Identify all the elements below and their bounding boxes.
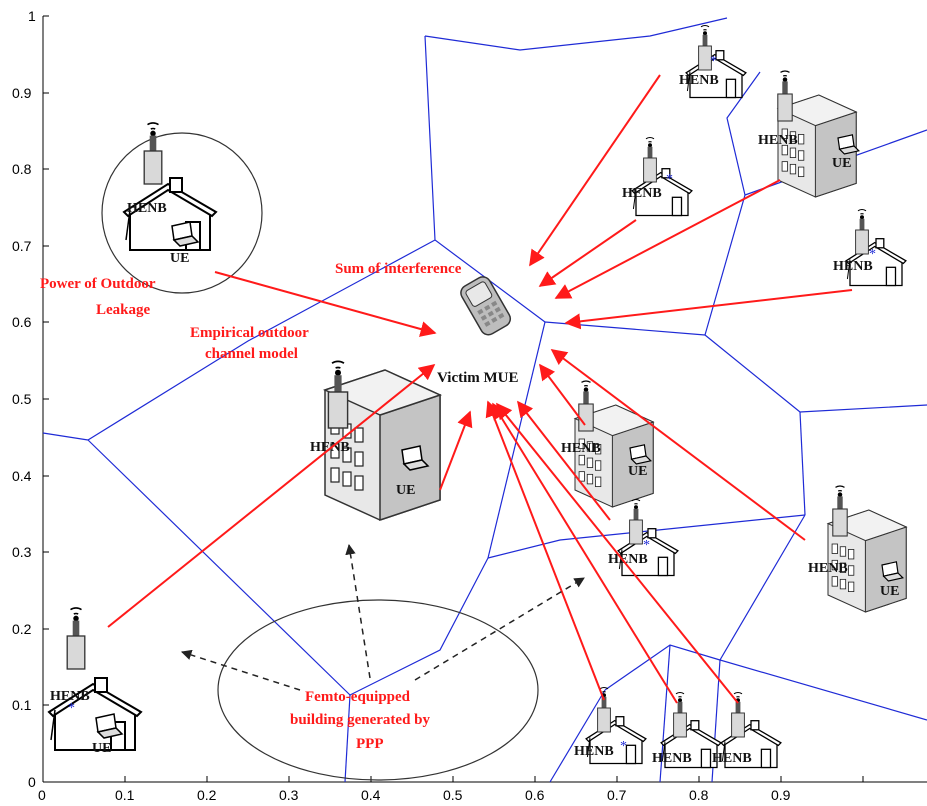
ue-label: UE: [880, 584, 899, 599]
power-outdoor-label-line1: Power of Outdoor: [40, 276, 156, 292]
femto-house-bottom-3: HENB: [712, 693, 781, 768]
x-tick-label: 0.7: [607, 787, 627, 803]
ue-label: UE: [396, 483, 415, 498]
office-building-lower-right: HENB UE: [808, 486, 906, 612]
x-tick-label: 0.9: [771, 787, 791, 803]
interference-arrows: [108, 75, 852, 703]
x-tick-marks: [43, 776, 863, 782]
y-tick-marks: [43, 16, 49, 782]
star-marker: *: [666, 172, 673, 187]
x-tick-label: 0.3: [279, 787, 299, 803]
femto-label-line1: Femto-equipped: [305, 689, 411, 705]
x-tick-label: 0.8: [689, 787, 709, 803]
femto-house-bottom-left: HENB UE *: [49, 608, 141, 756]
interference-arrow: [440, 412, 470, 490]
ue-label: UE: [92, 741, 111, 756]
star-marker: *: [68, 701, 75, 716]
x-tick-label: 0.2: [197, 787, 217, 803]
interference-arrow: [215, 272, 435, 333]
x-tick-labels: 0 0.1 0.2 0.3 0.4 0.5 0.6 0.7 0.8 0.9: [38, 787, 791, 803]
office-building-middle-right: HENB UE: [561, 381, 653, 507]
victim-mue-phone: [458, 274, 513, 338]
y-tick-labels: 0 0.1 0.2 0.3 0.4 0.5 0.6 0.7 0.8 0.9 1: [12, 8, 36, 790]
x-tick-label: 0.1: [115, 787, 135, 803]
star-marker: *: [643, 538, 650, 553]
femto-house-bottom-2: HENB: [652, 693, 721, 768]
empirical-label-line2: channel model: [205, 346, 298, 362]
femto-label-line2: building generated by: [290, 712, 431, 728]
henb-label: HENB: [561, 441, 601, 456]
femto-house-top-left: HENB UE: [124, 123, 216, 266]
y-tick-label: 0.9: [12, 85, 32, 101]
y-tick-label: 0.2: [12, 621, 32, 637]
femto-house-top-2: HENB *: [622, 138, 692, 216]
power-outdoor-label-line2: Leakage: [96, 302, 151, 318]
x-tick-label: 0: [38, 787, 46, 803]
henb-label: HENB: [679, 73, 719, 88]
y-tick-label: 0.6: [12, 314, 32, 330]
femto-house-bottom-1: HENB *: [574, 688, 646, 764]
femto-house-middle: HENB *: [608, 500, 678, 576]
femto-house-top-1: HENB *: [679, 26, 746, 98]
y-tick-label: 0: [28, 774, 36, 790]
henb-label: HENB: [712, 751, 752, 766]
y-tick-label: 0.7: [12, 238, 32, 254]
y-tick-label: 0.4: [12, 468, 32, 484]
office-building-top-right: HENB UE: [758, 71, 859, 197]
henb-label: HENB: [574, 744, 614, 759]
x-tick-label: 0.6: [525, 787, 545, 803]
sum-interference-label: Sum of interference: [335, 261, 462, 277]
ue-label: UE: [170, 251, 189, 266]
interference-arrow: [540, 365, 585, 425]
y-tick-label: 0.8: [12, 161, 32, 177]
henb-label: HENB: [808, 561, 848, 576]
femto-label-line3: PPP: [356, 736, 384, 752]
empirical-label-line1: Empirical outdoor: [190, 325, 309, 341]
star-marker: *: [620, 739, 627, 754]
henb-label: HENB: [758, 133, 798, 148]
henb-label: HENB: [833, 259, 873, 274]
y-tick-label: 0.1: [12, 697, 32, 713]
henb-label: HENB: [622, 186, 662, 201]
ppp-dashed-arrows: [182, 545, 584, 690]
ue-label: UE: [628, 464, 647, 479]
henb-label: HENB: [652, 751, 692, 766]
x-tick-label: 0.5: [443, 787, 463, 803]
y-tick-label: 1: [28, 8, 36, 24]
star-marker: *: [869, 247, 876, 262]
y-tick-label: 0.3: [12, 544, 32, 560]
interference-arrow: [530, 75, 660, 265]
star-marker: *: [710, 54, 717, 69]
office-building-center: HENB UE: [310, 361, 440, 520]
interference-arrow: [566, 290, 852, 323]
henb-label: HENB: [127, 201, 167, 216]
victim-mue-label: Victim MUE: [437, 370, 519, 386]
x-tick-label: 0.4: [361, 787, 381, 803]
femto-house-right-1: HENB *: [833, 210, 906, 286]
y-tick-label: 0.5: [12, 391, 32, 407]
ue-label: UE: [832, 156, 851, 171]
